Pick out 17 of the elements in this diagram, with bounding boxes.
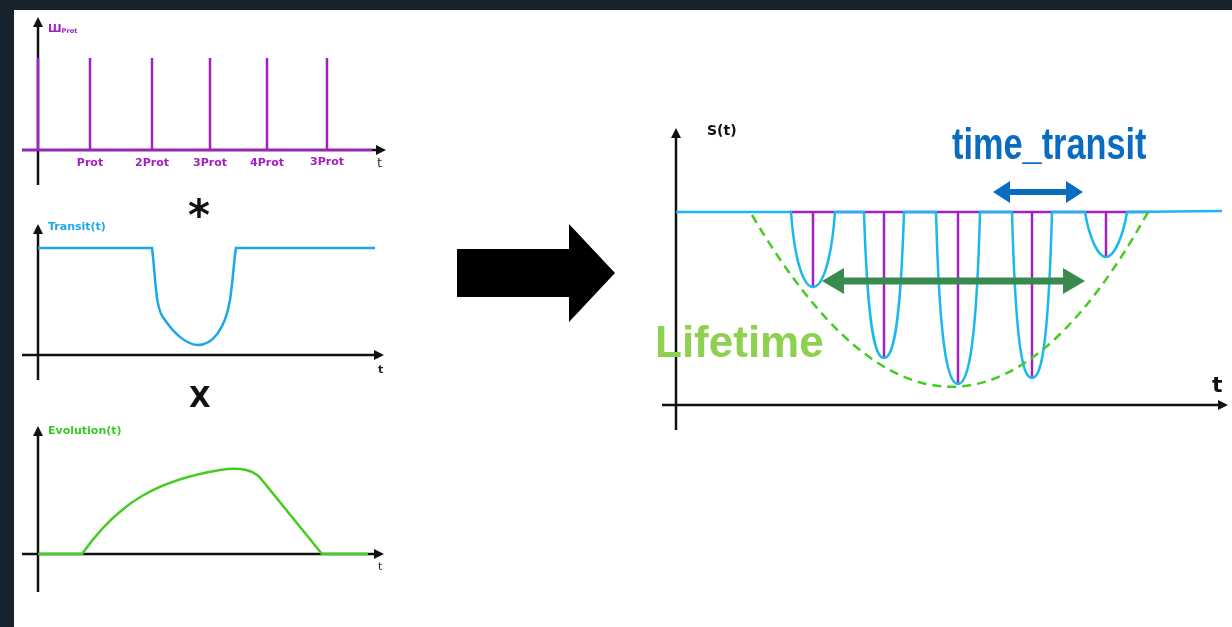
plot-label: 3Prot — [310, 156, 344, 167]
plot-label: 2Prot — [135, 157, 169, 168]
plot-label: X — [189, 384, 211, 412]
plot-label: time_transit — [952, 122, 1147, 166]
plot-label: 3Prot — [193, 157, 227, 168]
plot-label: t — [378, 364, 384, 375]
plot-label: 4Prot — [250, 157, 284, 168]
block-arrow — [457, 224, 615, 322]
plot-label: t — [378, 561, 383, 572]
axis-title: Ш$_{Prot}$ — [48, 22, 78, 35]
plot-label: * — [188, 195, 210, 237]
axis-title: Transit(t) — [48, 220, 106, 233]
plot-label: Prot — [76, 157, 104, 168]
axis-title: S(t) — [707, 122, 737, 138]
axis-title: Evolution(t) — [48, 424, 122, 437]
plot-label: t — [1212, 374, 1223, 396]
plot-label: t — [377, 156, 383, 169]
